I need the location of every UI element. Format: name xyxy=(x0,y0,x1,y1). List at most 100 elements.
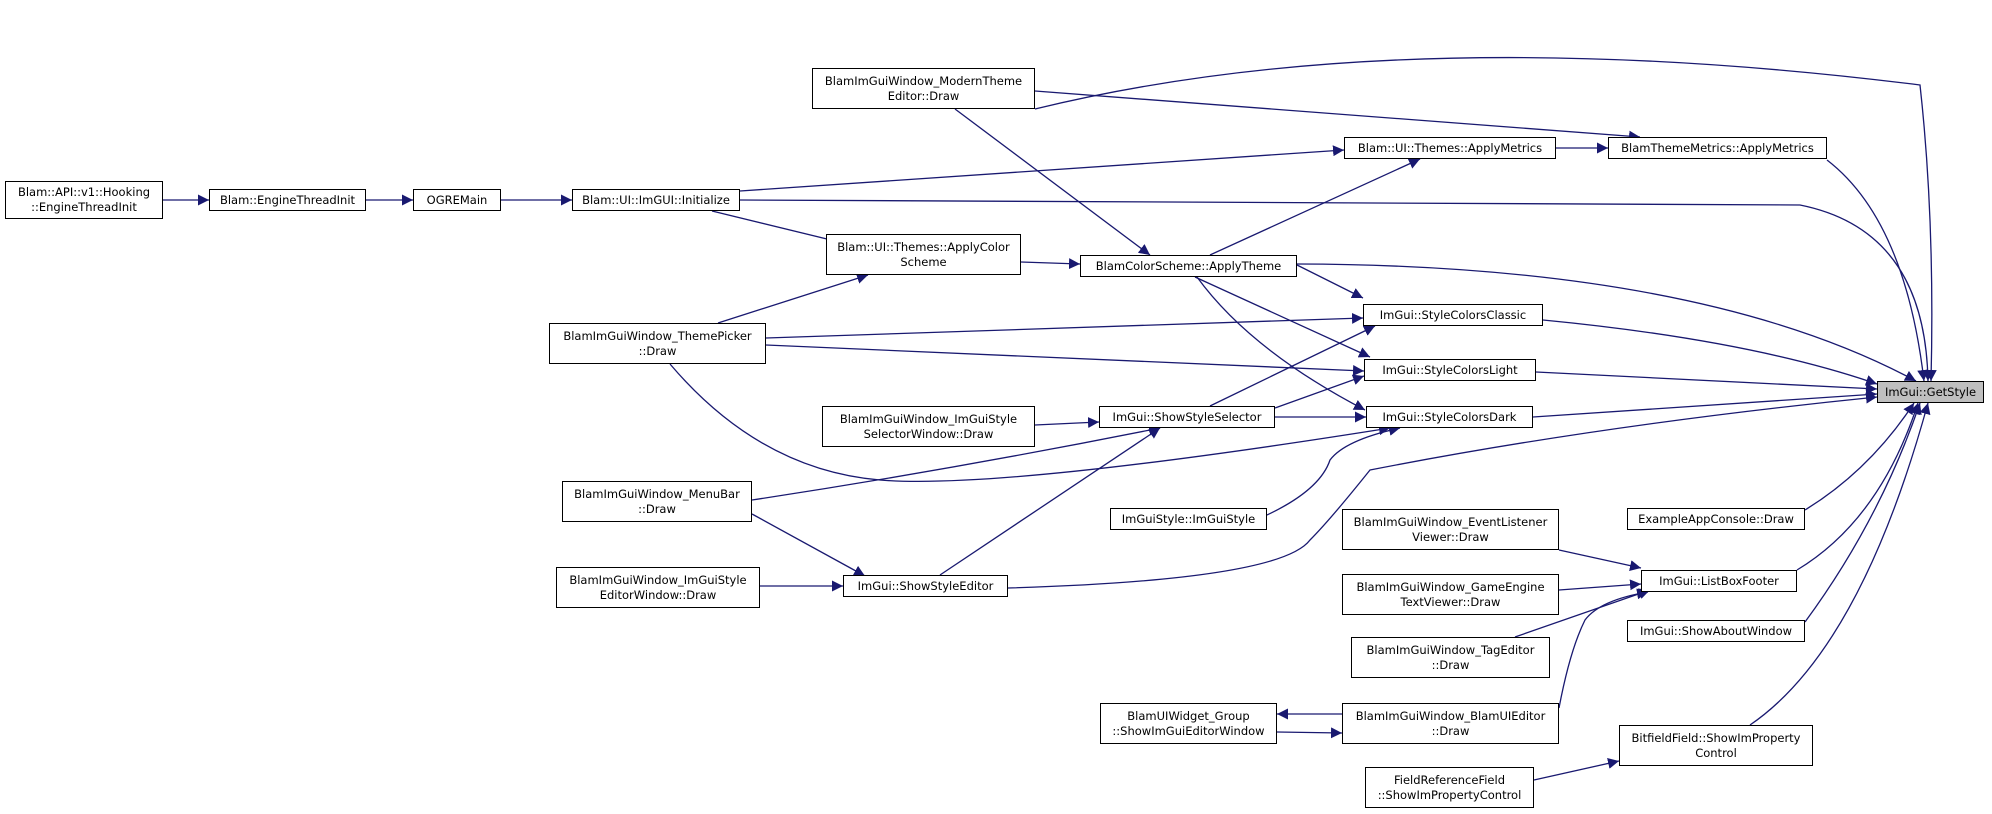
node-label: Control xyxy=(1695,745,1737,760)
node-blamthememetrics-applymetrics[interactable]: BlamThemeMetrics::ApplyMetrics xyxy=(1608,137,1827,159)
edge-initialize-to-getstyle xyxy=(739,199,1934,382)
edge-listboxfooter-to-getstyle xyxy=(1796,402,1920,571)
node-tageditor-draw[interactable]: BlamImGuiWindow_TagEditor::Draw xyxy=(1351,637,1550,678)
edge-tageditor-to-listboxfooter xyxy=(1514,588,1651,638)
node-label: BlamImGuiWindow_ImGuiStyle xyxy=(569,572,747,587)
node-imgui-getstyle[interactable]: ImGui::GetStyle xyxy=(1877,381,1984,403)
node-label: ImGui::GetStyle xyxy=(1884,384,1977,399)
edge-appconsole-to-getstyle xyxy=(1804,402,1915,511)
edge-showstyleeditor-to-showstyleselector xyxy=(939,427,1161,576)
node-label: ImGui::ListBoxFooter xyxy=(1659,573,1779,588)
node-label: ::Draw xyxy=(638,501,676,516)
node-stylecolors-classic[interactable]: ImGui::StyleColorsClassic xyxy=(1363,304,1543,326)
node-label: ImGui::ShowAboutWindow xyxy=(1639,623,1793,638)
node-show-style-editor[interactable]: ImGui::ShowStyleEditor xyxy=(843,575,1008,597)
edge-applytheme-to-classic xyxy=(1296,264,1364,299)
node-label: BlamImGuiWindow_TagEditor xyxy=(1366,642,1535,657)
node-widget-group-editor[interactable]: BlamUIWidget_Group::ShowImGuiEditorWindo… xyxy=(1100,703,1277,744)
node-listbox-footer[interactable]: ImGui::ListBoxFooter xyxy=(1641,570,1797,592)
node-label: BlamThemeMetrics::ApplyMetrics xyxy=(1621,140,1814,155)
node-label: TextViewer::Draw xyxy=(1400,594,1501,609)
node-colorscheme-applytheme[interactable]: BlamColorScheme::ApplyTheme xyxy=(1080,255,1297,277)
node-ui-imgui-initialize[interactable]: Blam::UI::ImGUI::Initialize xyxy=(572,189,740,211)
node-label: ImGui::StyleColorsDark xyxy=(1382,409,1517,424)
node-label: BlamColorScheme::ApplyTheme xyxy=(1095,258,1282,273)
node-label: OGREMain xyxy=(426,192,488,207)
edge-moderntheme-to-getstyle xyxy=(1034,56,1937,382)
node-label: BlamImGuiWindow_BlamUIEditor xyxy=(1355,708,1546,723)
node-label: BlamImGuiWindow_MenuBar xyxy=(574,486,740,501)
node-engine-thread-init[interactable]: Blam::EngineThreadInit xyxy=(209,189,366,211)
edge-applytheme-to-themes-applymetrics xyxy=(1209,158,1421,256)
edge-eventlistener-to-listboxfooter xyxy=(1558,549,1642,572)
edge-widgetgroup-to-blamuieditor xyxy=(1276,727,1343,739)
edge-moderntheme-to-themememetrics xyxy=(1034,90,1641,142)
node-label: ::Draw xyxy=(1431,657,1470,672)
node-label: Blam::EngineThreadInit xyxy=(219,192,356,207)
node-label: Blam::UI::Themes::ApplyColor xyxy=(837,239,1010,254)
node-label: ImGui::StyleColorsLight xyxy=(1382,362,1518,377)
edge-showstyleselector-to-light xyxy=(1274,374,1365,409)
node-label: Editor::Draw xyxy=(887,88,960,103)
edge-selectorwindow-to-showstyleselector xyxy=(1034,417,1100,429)
node-stylecolors-light[interactable]: ImGui::StyleColorsLight xyxy=(1364,359,1536,381)
node-ogremain[interactable]: OGREMain xyxy=(413,189,501,211)
node-themes-applymetrics[interactable]: Blam::UI::Themes::ApplyMetrics xyxy=(1344,137,1556,159)
node-label: BlamImGuiWindow_ImGuiStyle xyxy=(839,411,1018,426)
node-label: Blam::UI::Themes::ApplyMetrics xyxy=(1357,140,1543,155)
node-stylecolors-dark[interactable]: ImGui::StyleColorsDark xyxy=(1366,406,1533,428)
node-label: ::Draw xyxy=(638,343,677,358)
node-imguistyle-ctor[interactable]: ImGuiStyle::ImGuiStyle xyxy=(1110,508,1267,530)
edge-initialize-to-themes-applymetrics xyxy=(739,145,1345,192)
edge-applycolorscheme-to-applytheme xyxy=(1020,258,1081,270)
edge-showstyleeditor-to-getstyle xyxy=(1007,392,1878,589)
node-label: BlamImGuiWindow_GameEngine xyxy=(1356,579,1545,594)
node-hooking-enginethreadinit[interactable]: Blam::API::v1::Hooking::EngineThreadInit xyxy=(5,181,163,219)
edge-showstyleselector-to-classic xyxy=(1209,325,1376,407)
edge-blamthememetrics-to-getstyle xyxy=(1826,159,1929,382)
edge-themepicker-to-light xyxy=(765,344,1365,377)
edge-applytheme-to-dark xyxy=(1196,276,1366,411)
node-label: BlamUIWidget_Group xyxy=(1127,708,1250,723)
node-label: Blam::UI::ImGUI::Initialize xyxy=(582,192,730,207)
node-label: BlamImGuiWindow_EventListener xyxy=(1353,514,1548,529)
edge-applytheme-to-light xyxy=(1194,276,1371,358)
node-label: EditorWindow::Draw xyxy=(599,587,717,602)
edge-themepicker-to-applycolorscheme xyxy=(717,273,869,324)
node-label: FieldReferenceField xyxy=(1394,772,1505,787)
node-label: BlamImGuiWindow_ModernTheme xyxy=(824,73,1023,88)
node-fieldreference-showimproperty[interactable]: FieldReferenceField::ShowImPropertyContr… xyxy=(1365,767,1534,808)
node-label: ImGuiStyle::ImGuiStyle xyxy=(1121,511,1256,526)
node-label: ::ShowImGuiEditorWindow xyxy=(1112,723,1265,738)
edge-showabout-to-getstyle xyxy=(1804,402,1922,623)
edge-blamuieditor-to-listboxfooter xyxy=(1558,588,1649,709)
node-label: BlamImGuiWindow_ThemePicker xyxy=(563,328,752,343)
node-label: Viewer::Draw xyxy=(1412,529,1489,544)
edge-fieldref-to-bitfield xyxy=(1533,758,1620,781)
node-label: ImGui::StyleColorsClassic xyxy=(1379,307,1527,322)
edge-gameengine-to-listboxfooter xyxy=(1558,579,1642,591)
node-label: ImGui::ShowStyleEditor xyxy=(857,578,994,593)
node-appconsole-draw[interactable]: ExampleAppConsole::Draw xyxy=(1627,508,1805,530)
edge-classic-to-getstyle xyxy=(1542,319,1878,386)
node-label: Scheme xyxy=(900,254,947,269)
node-themepicker-draw[interactable]: BlamImGuiWindow_ThemePicker::Draw xyxy=(549,323,766,364)
node-label: ImGui::ShowStyleSelector xyxy=(1112,409,1262,424)
node-menubar-draw[interactable]: BlamImGuiWindow_MenuBar::Draw xyxy=(562,481,752,522)
edge-dark-to-getstyle xyxy=(1532,389,1878,418)
node-label: SelectorWindow::Draw xyxy=(863,426,994,441)
node-label: ::Draw xyxy=(1431,723,1470,738)
node-show-about-window[interactable]: ImGui::ShowAboutWindow xyxy=(1627,620,1805,642)
node-blamuieditor-draw[interactable]: BlamImGuiWindow_BlamUIEditor::Draw xyxy=(1342,703,1559,744)
node-show-style-selector[interactable]: ImGui::ShowStyleSelector xyxy=(1099,406,1275,428)
edge-themepicker-to-classic xyxy=(765,312,1364,339)
